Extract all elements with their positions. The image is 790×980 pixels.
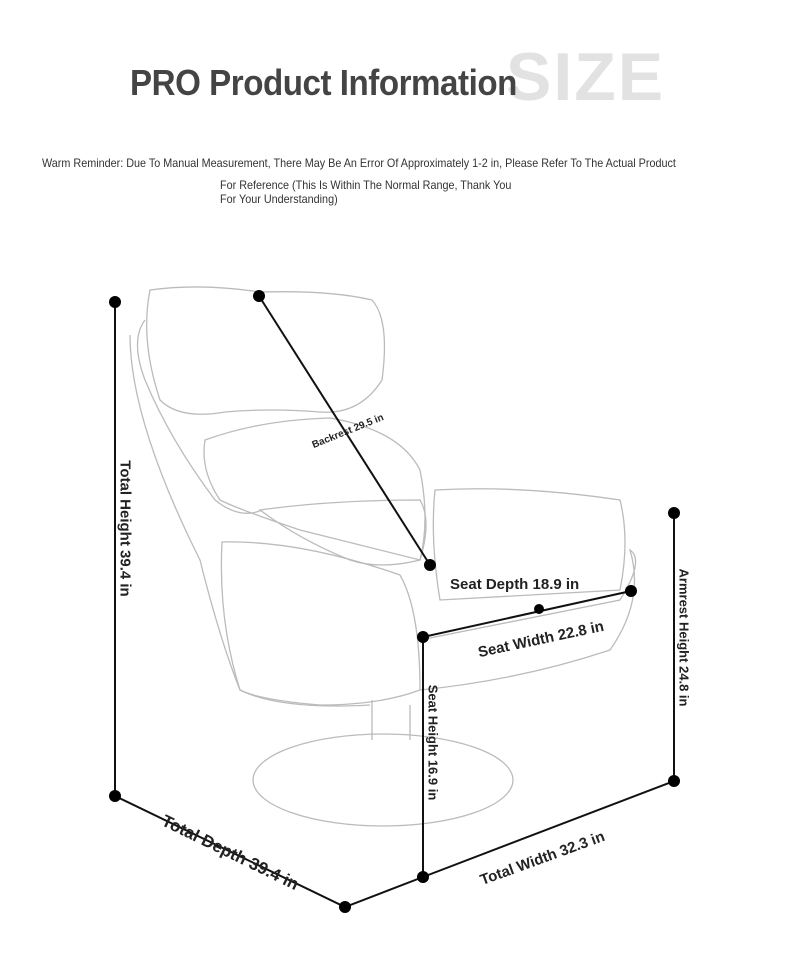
seat-height-label: Seat Height 16.9 in <box>425 684 441 801</box>
reminder-line-2: For Reference (This Is Within The Normal… <box>220 178 511 206</box>
size-watermark: SIZE <box>506 39 666 115</box>
armrest-height-label: Armrest Height 24.8 in <box>676 568 692 707</box>
reminder-text: For Reference (This Is Within The Normal… <box>220 178 512 192</box>
page-title: PRO Product Information <box>130 62 517 103</box>
total-height-label: Total Height 39.4 in <box>116 460 134 597</box>
chair-sketch <box>129 286 637 827</box>
reminder-text: For Your Understanding) <box>220 192 338 206</box>
seat-depth-label: Seat Depth 18.9 in <box>450 576 580 593</box>
measurement-points <box>109 290 680 913</box>
dimension-lines <box>114 295 675 909</box>
reminder-line-1: Warm Reminder: Due To Manual Measurement… <box>42 156 676 170</box>
